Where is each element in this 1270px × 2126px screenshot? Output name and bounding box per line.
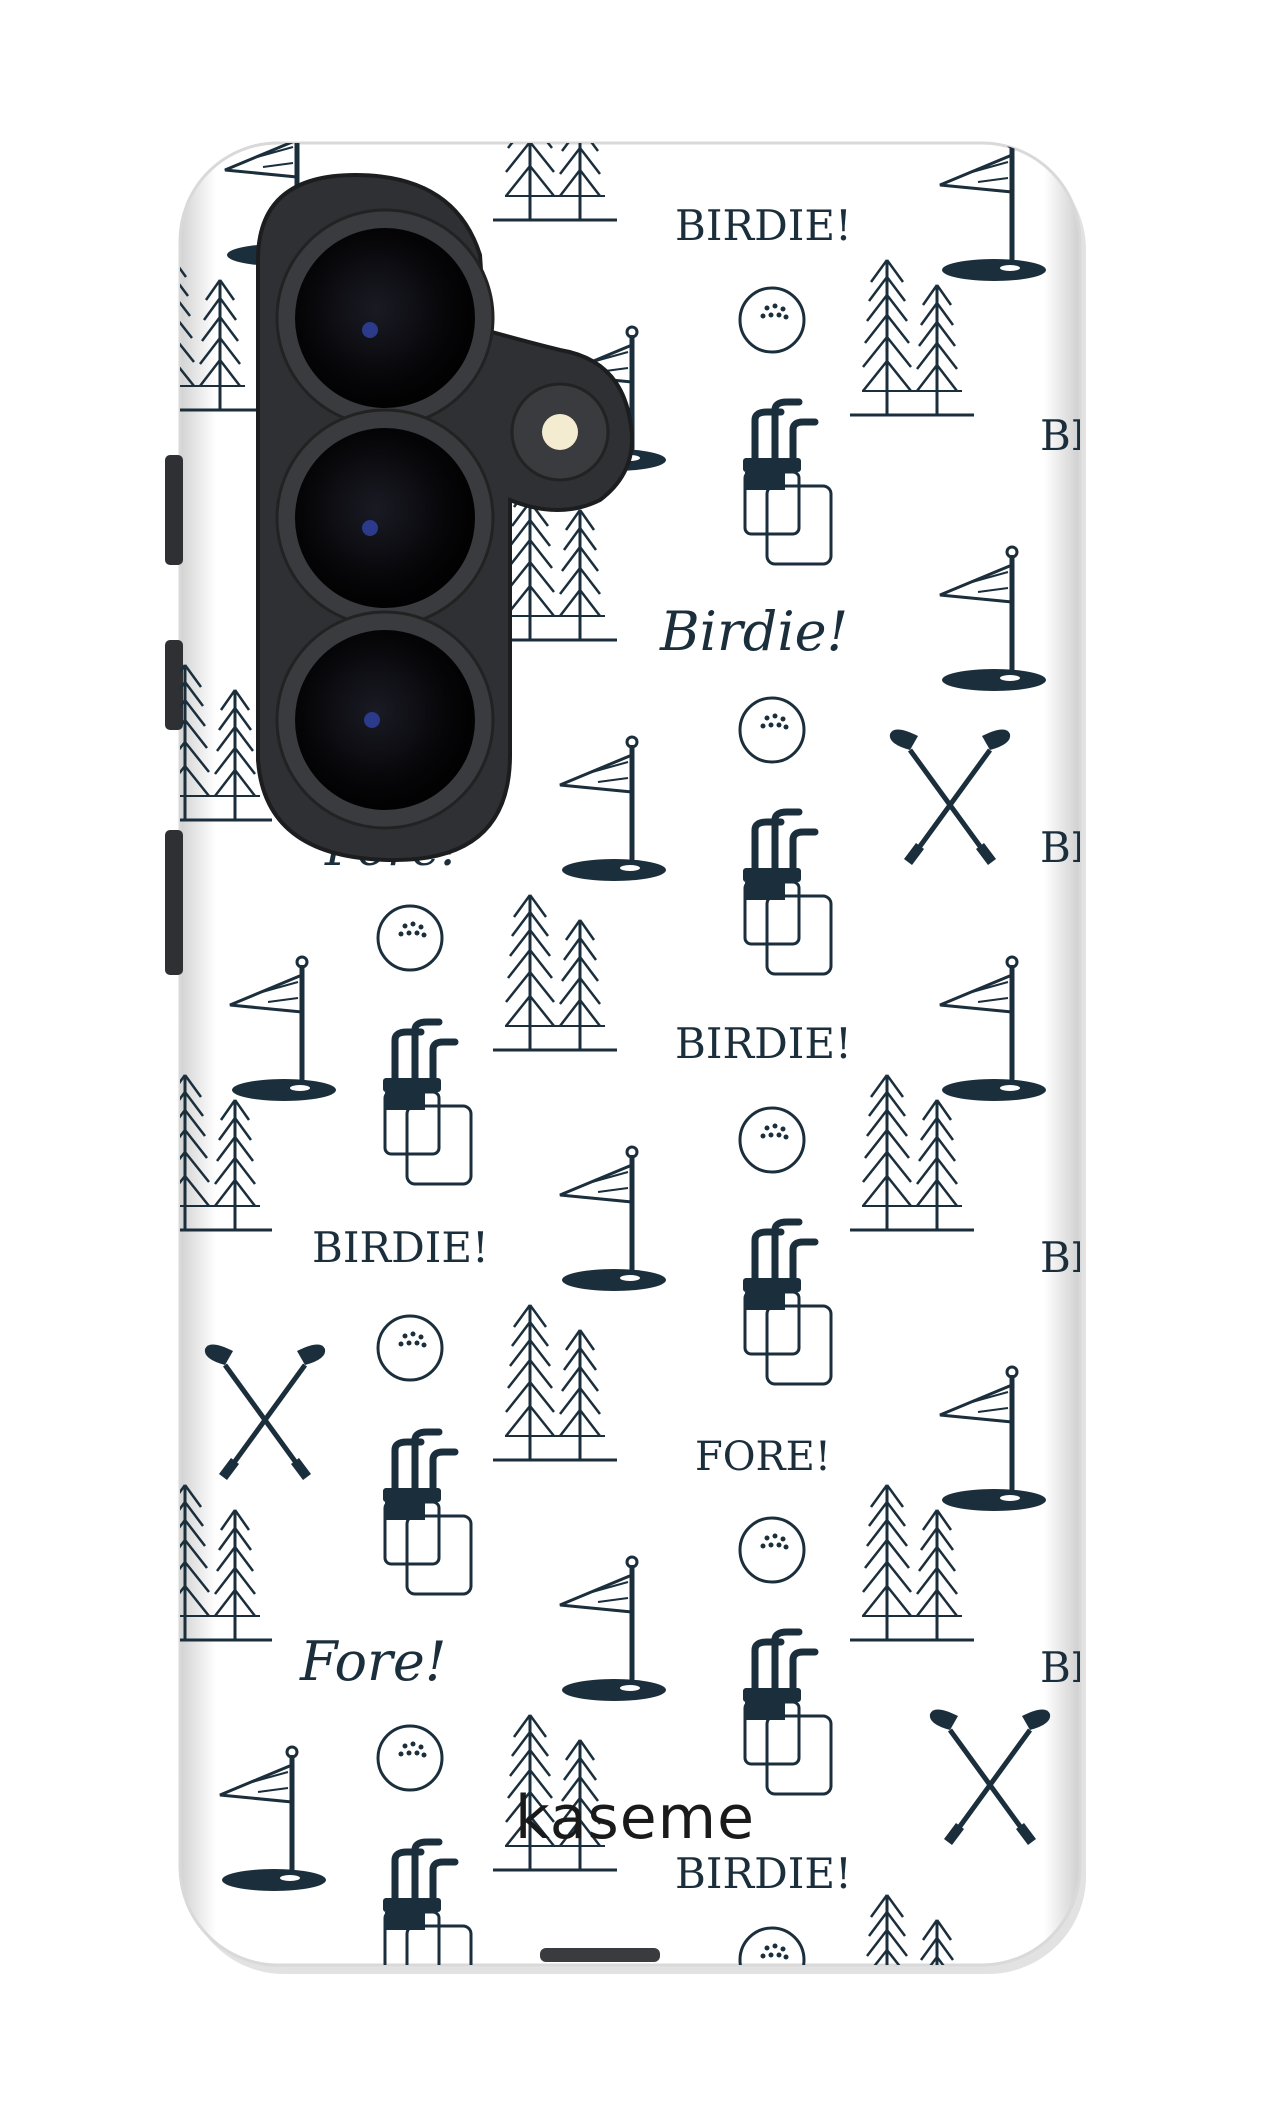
- camera-module: [256, 172, 634, 863]
- pattern-word-birdie-caps: BIRDIE!: [312, 1223, 489, 1272]
- pattern-word-fore-caps: FORE!: [695, 1434, 831, 1480]
- pattern-word-partial: BIRDIE!: [1040, 411, 1217, 460]
- pattern-word-fore-script: Fore!: [299, 1630, 447, 1693]
- pattern-word-partial: BIRDIE!: [1040, 1233, 1217, 1282]
- pattern-word-partial: BIRDIE!: [1040, 823, 1217, 872]
- pattern-word-birdie-script: Birdie!: [659, 600, 848, 663]
- pattern-word-birdie-caps: BIRDIE!: [675, 1019, 852, 1068]
- pattern-word-birdie-caps: BIRDIE!: [675, 201, 852, 250]
- brand-logo: kaseme: [515, 1783, 755, 1853]
- pattern-word-partial: BIRDIE!: [1040, 1643, 1217, 1692]
- flash-icon: [542, 414, 578, 450]
- pattern-word-birdie-caps: BIRDIE!: [675, 1849, 852, 1898]
